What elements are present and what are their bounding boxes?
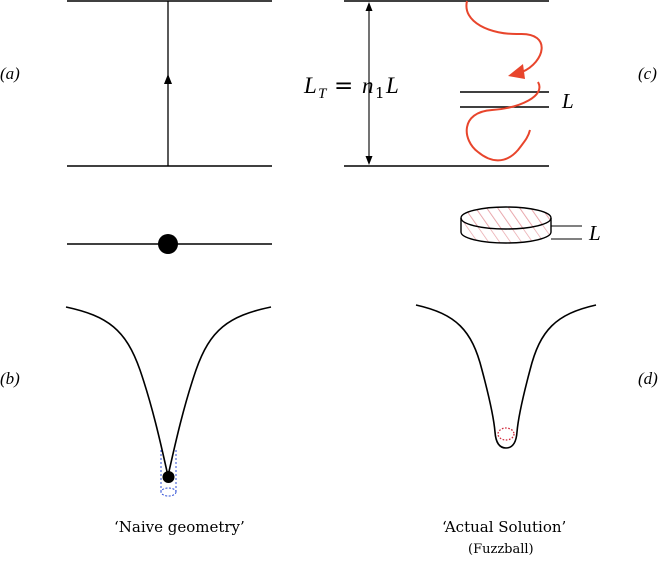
red-wave-arrowhead-icon (508, 64, 525, 79)
panel-c (344, 0, 549, 167)
panel-b-label: (b) (0, 369, 20, 388)
naive-throat-curve (65, 306, 272, 477)
lt-equation-rhs: = (334, 73, 353, 99)
panel-d (415, 304, 597, 449)
point-source (67, 234, 272, 254)
lt-equation-tail: L (385, 73, 399, 98)
panel-d-label: (d) (638, 369, 658, 388)
panel-a-label: (a) (0, 64, 20, 83)
caption-right-sub: (Fuzzball) (468, 542, 534, 557)
point-source-dot (158, 234, 178, 254)
panel-a-arrowhead-icon (164, 74, 172, 84)
lt-equation-rhs-sub: 1 (375, 84, 385, 102)
naive-tube-bottom (160, 487, 177, 497)
red-wave-lower (465, 81, 541, 162)
caption-right: ‘Actual Solution’ (442, 518, 566, 536)
ring-top-ellipse (460, 206, 552, 230)
naive-singularity-dot (162, 471, 175, 483)
fuzzball-throat-curve (415, 304, 597, 449)
caption-left: ‘Naive geometry’ (114, 518, 245, 536)
panel-a (67, 0, 272, 167)
lt-equation-equals: = (334, 73, 353, 99)
lt-equation-lhs: L (303, 73, 317, 98)
panel-c-label: (c) (638, 64, 657, 83)
panel-b (65, 306, 272, 497)
fuzz-ring (460, 206, 582, 244)
fuzzball-dotted-core (497, 427, 515, 441)
lt-equation-n: n (362, 73, 374, 98)
lt-arrow-bottom-icon (365, 156, 373, 165)
red-wave (465, 0, 543, 73)
lt-equation-sub: T (318, 86, 328, 102)
ring-label: L (588, 221, 601, 245)
lt-equation: L T = n 1 L (303, 73, 399, 102)
ring-bottom-arc (460, 231, 552, 244)
strip-label: L (561, 89, 574, 113)
lt-arrow-top-icon (365, 2, 373, 11)
